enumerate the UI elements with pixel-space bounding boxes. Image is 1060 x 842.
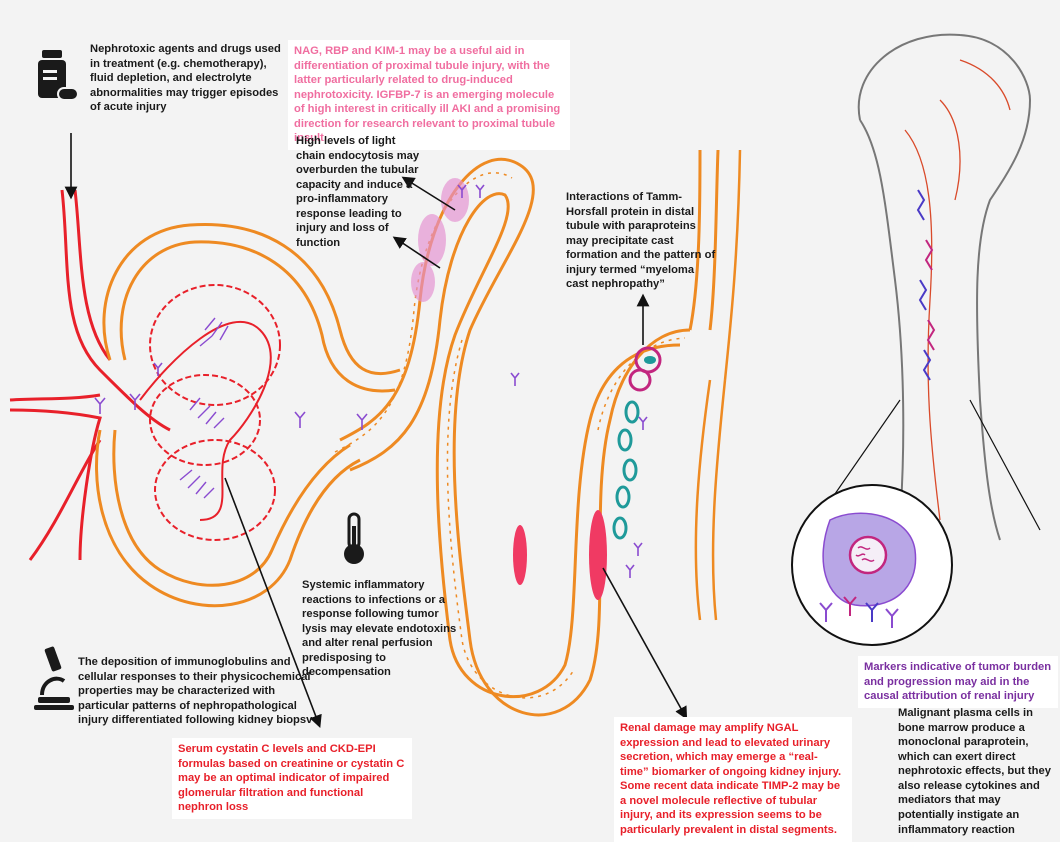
plasma-cell-clusters (918, 190, 934, 380)
malignant-plasma-cells-note: Malignant plasma cells in bone marrow pr… (898, 706, 1056, 837)
ngal-timp2-note: Renal damage may amplify NGAL expression… (614, 717, 852, 842)
tumor-burden-markers-note: Markers indicative of tumor burden and p… (858, 656, 1058, 708)
renal-vessels (10, 190, 170, 560)
pill-bottle-icon (36, 50, 80, 104)
thermometer-icon (340, 512, 368, 566)
tamm-horsfall-note: Interactions of Tamm-Horsfall protein in… (566, 190, 716, 292)
bone-marrow-vessels (905, 60, 1010, 520)
glomerular-lesions (180, 318, 228, 498)
nephrotoxic-agents-note: Nephrotoxic agents and drugs used in tre… (90, 42, 290, 115)
immunoglobulin-deposition-note: The deposition of immunoglobulins and ce… (78, 655, 318, 728)
light-chain-endocytosis-note: High levels of light chain endocytosis m… (296, 134, 426, 251)
microscope-icon (32, 645, 76, 713)
tubular-cell-injury (513, 510, 607, 600)
cystatin-c-note: Serum cystatin C levels and CKD-EPI form… (172, 738, 412, 819)
systemic-inflammation-note: Systemic inflammatory reactions to infec… (302, 578, 462, 680)
